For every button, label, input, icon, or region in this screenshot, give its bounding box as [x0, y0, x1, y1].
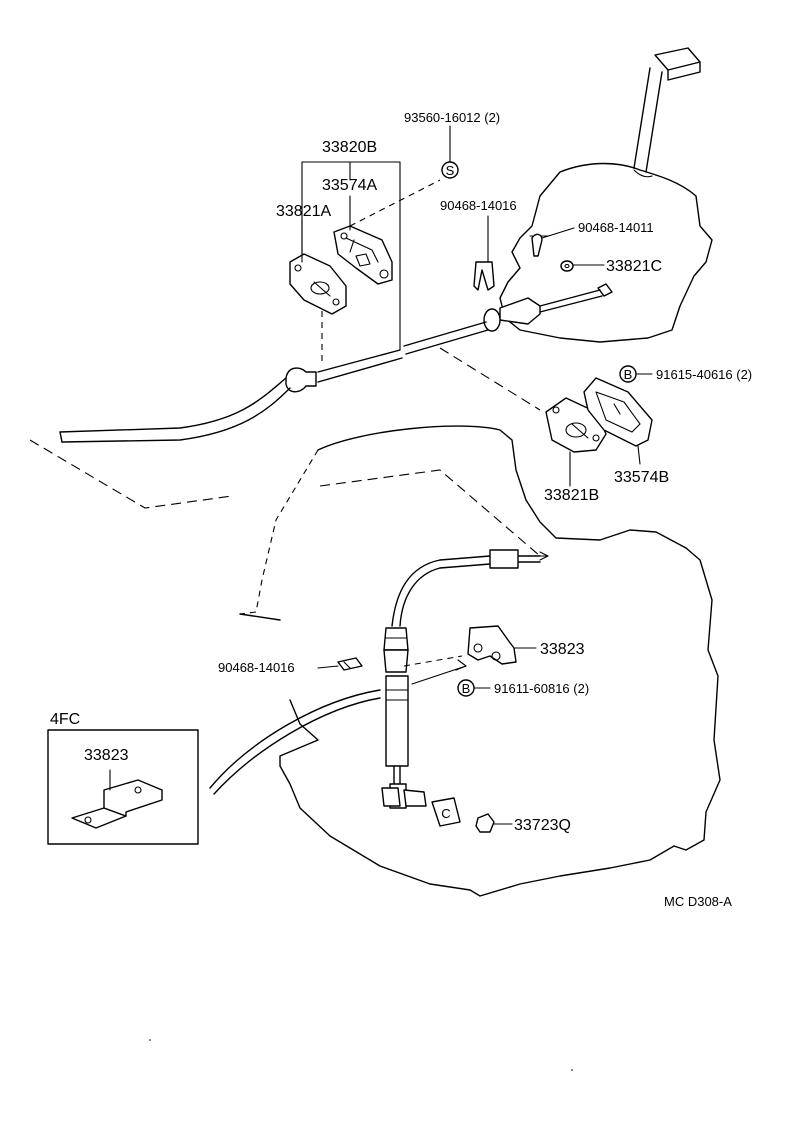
label-90468-14016-top: 90468-14016	[440, 198, 517, 213]
shift-lever-icon	[633, 47, 701, 173]
label-33823: 33823	[540, 641, 585, 658]
label-33574A: 33574A	[322, 177, 377, 194]
transmission-housing-icon	[239, 425, 721, 897]
label-33723Q: 33723Q	[514, 817, 571, 834]
clip-90468-14011-icon	[531, 233, 543, 257]
b-marker-lower-label: B	[462, 681, 471, 696]
label-90468-14016-bottom: 90468-14016	[218, 660, 295, 675]
nut-33723Q-icon	[475, 813, 495, 833]
b-marker-upper-label: B	[624, 367, 633, 382]
retainer-33574A-icon	[333, 225, 393, 285]
lower-control-cable-icon: C	[209, 549, 541, 827]
retainer-33574B-icon	[583, 377, 653, 447]
label-91611-60816: 91611-60816 (2)	[494, 681, 589, 696]
label-33821A: 33821A	[276, 203, 331, 220]
label-inset-33823: 33823	[84, 747, 129, 764]
label-33821C: 33821C	[606, 258, 662, 275]
label-33820B: 33820B	[322, 139, 377, 156]
label-90468-14011: 90468-14011	[578, 220, 654, 235]
label-33821B: 33821B	[544, 487, 599, 504]
doc-code: MC D308-A	[664, 894, 732, 909]
inset-4fc	[47, 729, 199, 845]
clip-c-glyph: C	[441, 806, 450, 821]
label-93560-16012: 93560-16012 (2)	[404, 110, 500, 125]
clip-90468-14016-top-icon	[473, 261, 495, 291]
b-marker-lower-icon: B	[457, 679, 475, 697]
bracket-33823-icon	[467, 625, 517, 665]
clip-90468-14016-bottom-icon	[337, 657, 363, 671]
washer-33821C-icon	[560, 260, 574, 272]
plate-33821A-icon	[289, 253, 347, 315]
s-marker-label: S	[446, 163, 455, 178]
label-91615-40616: 91615-40616 (2)	[656, 367, 752, 382]
label-4fc: 4FC	[50, 711, 80, 728]
label-33574B: 33574B	[614, 469, 669, 486]
b-marker-upper-icon: B	[619, 365, 637, 383]
control-cable-icon	[59, 283, 613, 443]
s-marker-icon: S	[441, 161, 459, 179]
